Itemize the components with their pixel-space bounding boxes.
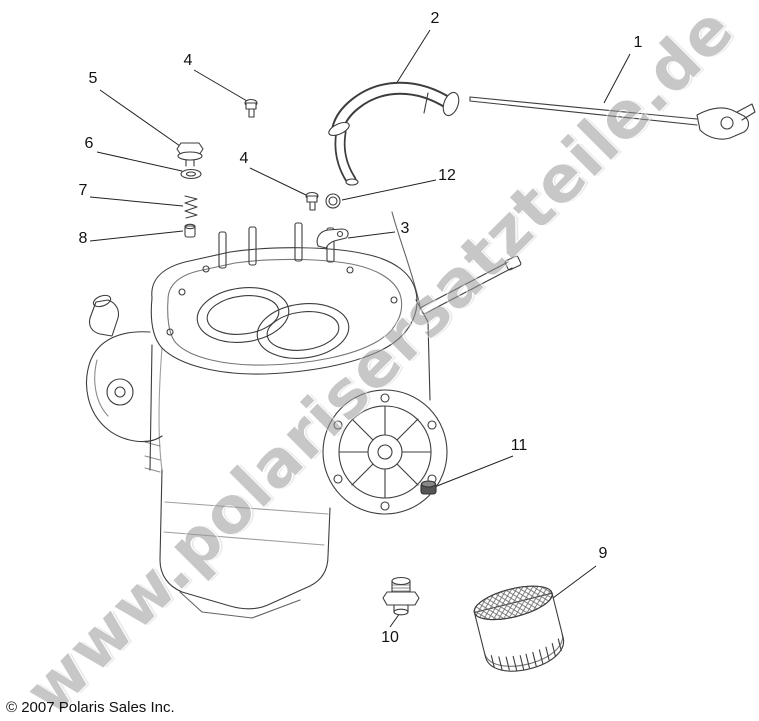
callout-9: 9 (598, 545, 608, 562)
callout-3: 3 (400, 220, 410, 237)
small-plug-part (420, 480, 437, 495)
callout-4-upper: 4 (183, 52, 193, 69)
bolt-lower-part (305, 191, 319, 211)
filter-fitting-part (382, 576, 420, 616)
callout-4-lower: 4 (239, 150, 249, 167)
callout-1: 1 (633, 34, 643, 51)
bolt-upper-part (244, 98, 258, 118)
callout-5: 5 (88, 70, 98, 87)
callout-7: 7 (78, 182, 88, 199)
copyright-text: © 2007 Polaris Sales Inc. (6, 699, 175, 716)
dipstick-part (469, 96, 756, 140)
callout-6: 6 (84, 135, 94, 152)
callout-10: 10 (381, 629, 399, 646)
bracket-part (316, 228, 349, 249)
spring-part (184, 195, 198, 219)
callout-leader-lines (89, 29, 631, 628)
o-ring-part (325, 193, 341, 209)
callout-11: 11 (510, 437, 528, 454)
callout-2: 2 (430, 10, 440, 27)
plug-part (176, 142, 204, 167)
check-pin-part (184, 223, 196, 238)
callout-8: 8 (78, 230, 88, 247)
washer-part (180, 168, 202, 180)
oil-filter-part (473, 585, 565, 672)
oil-fill-tube-part (328, 81, 460, 186)
callout-12: 12 (438, 167, 456, 184)
engine-crankcase-illustration (86, 211, 522, 619)
